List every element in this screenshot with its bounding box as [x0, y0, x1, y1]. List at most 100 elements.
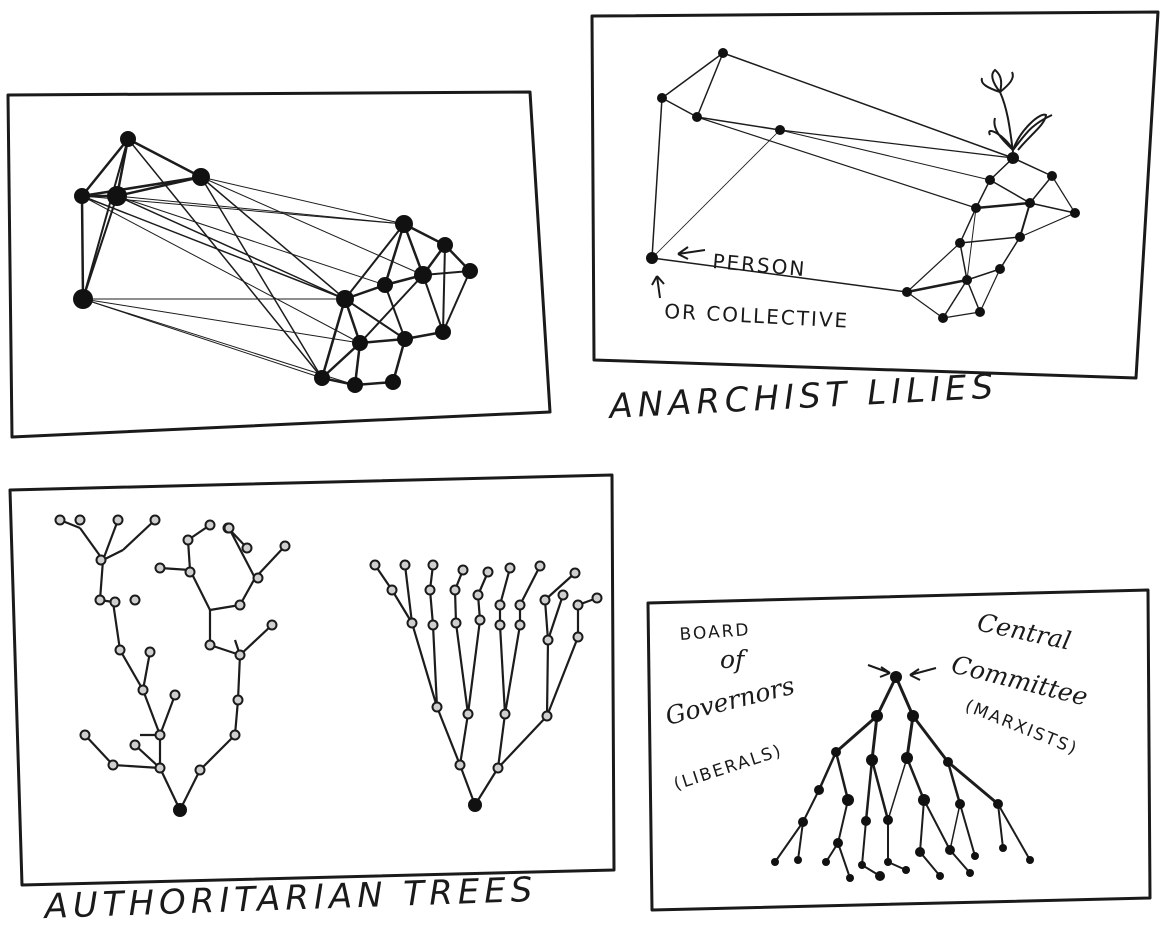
hierarchy-edge [905, 715, 915, 759]
lily-node [902, 287, 912, 297]
hierarchy-edge [919, 799, 925, 853]
board-label: BOARD [679, 620, 751, 645]
hierarchy-node [907, 710, 919, 722]
lily-edge [1029, 202, 1076, 214]
hierarchy-node [842, 794, 854, 806]
hierarchy-node [871, 710, 883, 722]
authoritarian-trees-caption: AUTHORITARIAN TREES [42, 870, 538, 927]
tree-bud [386, 584, 398, 596]
tree-bud [266, 619, 278, 631]
hierarchy-node [902, 866, 910, 874]
hierarchy-edge [837, 799, 849, 844]
tree-branch [435, 706, 462, 766]
network-edge [383, 223, 406, 286]
tree-branch [239, 624, 273, 656]
lily-edge [661, 97, 698, 118]
lily-node [955, 238, 965, 248]
network-node [120, 131, 136, 147]
tree-bud [109, 596, 121, 608]
hierarchy-frame [646, 588, 1152, 912]
hierarchy-node [936, 872, 944, 880]
network-edge [81, 195, 405, 225]
tree-branch [454, 622, 470, 715]
tree-branch [453, 589, 458, 624]
network-panel [6, 90, 552, 439]
tree-bud [204, 639, 216, 651]
tree-branch [141, 689, 162, 736]
tree-bud [204, 519, 216, 531]
lily-node [995, 264, 1005, 274]
hierarchy-edge [797, 821, 804, 861]
lily-edge [1051, 175, 1076, 214]
lily-edge [966, 207, 977, 281]
tree-branch [254, 545, 286, 579]
hierarchy-node [866, 754, 878, 766]
lily-edge [979, 268, 1001, 313]
tree-bud [173, 803, 187, 817]
tree-bud [234, 649, 246, 661]
lily-node [775, 125, 785, 135]
network-edge [442, 270, 471, 333]
tree-branch [84, 734, 114, 766]
hierarchy-edge [905, 757, 926, 801]
tree-branch [122, 519, 156, 551]
lily-edge [651, 97, 663, 259]
lily-edge [959, 207, 977, 244]
network-node [352, 335, 368, 351]
tree-bud [504, 562, 516, 574]
hierarchy-node [945, 845, 955, 855]
lily-edge [1029, 175, 1053, 204]
tree-bud [406, 617, 418, 629]
tree-bud [154, 562, 166, 574]
tree-bud [94, 594, 106, 606]
lily-node [718, 48, 728, 58]
tree-branch [545, 639, 550, 717]
tree-bud [572, 631, 584, 643]
lily-node [938, 313, 948, 323]
hierarchy-nodes [771, 671, 1034, 882]
network-node [385, 374, 401, 390]
tree-bud [112, 514, 124, 526]
tree-branch [496, 713, 507, 769]
tree-bud [499, 708, 511, 720]
network-edge [384, 284, 406, 340]
network-edge [200, 176, 346, 300]
lily-edge [942, 279, 968, 319]
network-node [314, 370, 330, 386]
tree-branch [498, 567, 512, 606]
network-edge [344, 298, 406, 340]
tree-bud [514, 599, 526, 611]
tree-bud [149, 514, 161, 526]
lily-edge [906, 242, 961, 293]
tree-branch [233, 699, 240, 736]
hierarchy-edge [835, 714, 878, 754]
tree-branch [403, 564, 414, 624]
lily-node [1070, 208, 1080, 218]
hierarchy-edge [947, 760, 999, 806]
tree-branch [102, 549, 124, 561]
network-edge [200, 176, 424, 276]
hierarchy-edge [997, 803, 1031, 861]
tree-branch [503, 624, 522, 715]
lily-edge [966, 268, 1001, 281]
tree-bud [431, 701, 443, 713]
tree-branch [158, 694, 177, 736]
hierarchy-node [861, 816, 871, 826]
lily-edge [779, 129, 991, 181]
hierarchy-edge [911, 715, 950, 763]
tree-bud [95, 554, 107, 566]
central-label: Central [975, 608, 1074, 656]
hierarchy-edge [834, 751, 850, 801]
lily-edge [959, 242, 968, 281]
lily-node [1007, 152, 1019, 164]
of-label: of [720, 645, 748, 674]
tree-bud [424, 584, 436, 596]
hierarchy-node [822, 858, 830, 866]
tree-bud [107, 759, 119, 771]
lily-edge [661, 52, 724, 99]
network-node [437, 237, 453, 253]
hierarchy-node [966, 869, 974, 877]
tree-branch [391, 589, 413, 624]
network-edge [402, 223, 425, 276]
network-edge [82, 298, 323, 379]
